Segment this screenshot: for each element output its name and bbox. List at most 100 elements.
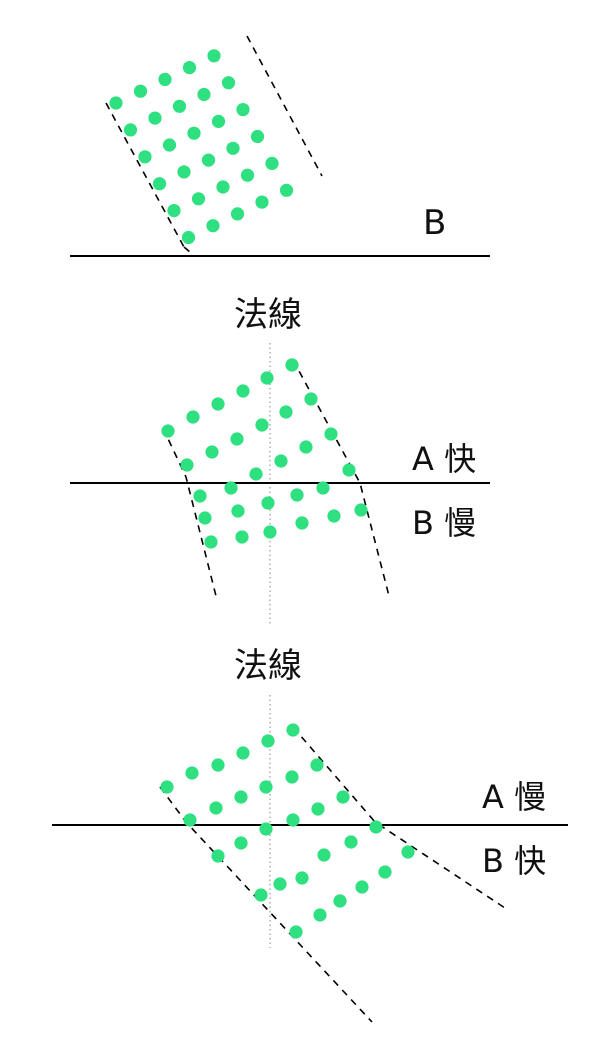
wavefront-dot bbox=[354, 503, 368, 517]
wavefront-dot bbox=[286, 813, 300, 827]
wavefront-dot bbox=[226, 141, 240, 155]
wavefront-dot bbox=[162, 138, 177, 152]
wavefront-dot bbox=[234, 790, 248, 804]
beam-edge-left bbox=[162, 427, 217, 597]
wavefront-dot bbox=[279, 183, 294, 197]
wavefront-dot bbox=[236, 746, 250, 760]
wavefront-dot bbox=[211, 758, 225, 772]
wavefront-dot bbox=[249, 467, 263, 481]
wavefront-dot bbox=[191, 192, 206, 206]
wavefront-dot bbox=[152, 177, 167, 191]
wavefront-dot bbox=[279, 405, 293, 419]
wavefront-dot bbox=[133, 84, 148, 98]
wavefront-dot bbox=[260, 371, 274, 385]
wavefront-dot bbox=[230, 207, 245, 221]
beam-bottom-edge bbox=[183, 246, 191, 253]
wavefront-dot bbox=[123, 123, 138, 137]
wavefront-dot bbox=[369, 820, 383, 834]
wavefront-dot bbox=[261, 496, 275, 510]
wavefront-dot bbox=[255, 418, 269, 432]
wavefront-dot bbox=[138, 150, 152, 164]
wavefront-dot bbox=[240, 168, 255, 182]
wavefront-dot bbox=[316, 481, 330, 495]
wavefront-dot bbox=[285, 358, 299, 372]
wavefront-dot bbox=[235, 530, 249, 544]
wavefront-dot bbox=[336, 790, 350, 804]
wavefront-dot bbox=[187, 126, 201, 140]
wavefront-dot bbox=[234, 836, 248, 850]
wavefront-dot bbox=[198, 511, 212, 525]
wavefront-dot bbox=[216, 180, 230, 194]
wavefront-dot bbox=[311, 802, 325, 816]
wavefront-dot bbox=[355, 880, 369, 894]
wavefront-dot bbox=[172, 99, 187, 113]
wavefront-dot bbox=[161, 424, 175, 438]
wavefront-dot bbox=[236, 384, 250, 398]
wavefront-dot bbox=[109, 96, 123, 110]
wavefront-dot bbox=[290, 488, 304, 502]
panel-refraction-slow-to-fast: 法線 A 慢 B 快 bbox=[52, 646, 568, 1023]
wavefront-dot bbox=[295, 871, 309, 885]
wavefront-dot bbox=[211, 397, 225, 411]
wavefront-dot bbox=[180, 458, 194, 472]
wavefront-dot bbox=[274, 454, 288, 468]
normal-line-label: 法線 bbox=[234, 646, 302, 686]
wavefront-dot bbox=[182, 61, 197, 75]
wavefront-dot bbox=[231, 504, 245, 518]
wavefront-dot bbox=[201, 153, 216, 167]
wavefront-dots-refracted bbox=[160, 723, 415, 939]
wavefront-dot bbox=[286, 723, 300, 737]
wavefront-dot bbox=[254, 888, 268, 902]
wavefront-dots-incident bbox=[109, 49, 294, 245]
wavefront-dot bbox=[197, 87, 211, 102]
wavefront-dot bbox=[148, 111, 162, 125]
beam-edge-left bbox=[105, 102, 185, 248]
wavefront-dot bbox=[181, 230, 196, 245]
panel-refraction-fast-to-slow: 法線 A 快 B 慢 bbox=[70, 295, 490, 625]
wavefront-dot bbox=[221, 76, 236, 90]
wavefront-dot bbox=[186, 410, 200, 424]
wavefront-dot bbox=[289, 925, 303, 939]
beam-edge-right bbox=[246, 35, 323, 177]
wavefront-dot bbox=[185, 766, 199, 780]
wavefront-dot bbox=[177, 165, 191, 179]
medium-a-speed-label: A 慢 bbox=[482, 778, 546, 816]
normal-line-label: 法線 bbox=[234, 295, 302, 335]
wavefront-dot bbox=[261, 734, 275, 748]
wavefront-dot bbox=[224, 481, 238, 495]
wavefront-dot bbox=[207, 49, 221, 63]
medium-b-speed-label: B 慢 bbox=[412, 504, 476, 542]
wavefront-dot bbox=[236, 103, 250, 117]
wavefront-dot bbox=[255, 195, 269, 209]
wavefront-dot bbox=[342, 463, 356, 477]
wavefront-dot bbox=[263, 525, 277, 539]
wavefront-dot bbox=[250, 129, 265, 144]
wavefront-dot bbox=[193, 489, 207, 503]
wavefront-dot bbox=[265, 156, 279, 170]
wavefront-dot bbox=[211, 114, 226, 128]
wavefront-dot bbox=[259, 780, 273, 794]
beam-edge-right bbox=[292, 726, 509, 911]
wavefront-dot bbox=[211, 849, 225, 863]
wavefront-dot bbox=[206, 219, 220, 233]
wavefront-dot bbox=[295, 516, 309, 530]
wavefront-dot bbox=[304, 392, 318, 406]
wavefront-dot bbox=[273, 877, 287, 891]
wavefront-dot bbox=[344, 835, 358, 849]
wavefront-dot bbox=[204, 535, 218, 549]
medium-a-speed-label: A 快 bbox=[412, 440, 476, 478]
wavefront-dot bbox=[209, 801, 223, 815]
wavefront-dot bbox=[324, 427, 338, 441]
wavefront-dot bbox=[259, 822, 273, 836]
wavefront-dot bbox=[167, 204, 181, 218]
wavefront-dot bbox=[230, 432, 244, 446]
medium-b-label: B bbox=[423, 203, 446, 243]
wavefront-dots-refracted bbox=[161, 358, 368, 549]
wavefront-dot bbox=[313, 908, 327, 922]
wavefront-dot bbox=[401, 845, 415, 859]
wavefront-dot bbox=[205, 445, 219, 459]
wavefront-dot bbox=[310, 758, 324, 772]
wavefront-dot bbox=[285, 770, 299, 784]
wavefront-dot bbox=[183, 813, 197, 827]
